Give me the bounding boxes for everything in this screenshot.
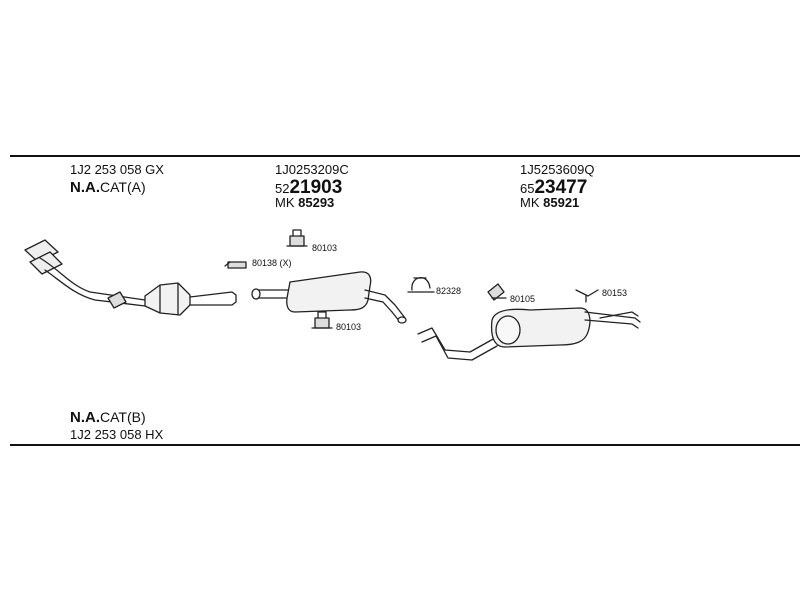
top-divider [10,155,800,157]
lower-clamp-label: 80103 [336,322,361,332]
front-manifold-pipe [24,239,146,309]
rear-bracket-icon [575,289,599,303]
middle-code-prefix: 52 [275,181,290,196]
front-part-number: 1J2 253 058 GX [70,162,164,177]
front-clamp-icon [286,229,308,247]
cat-a-bold: N.A. [70,179,100,196]
gasket-icon [224,261,247,269]
u-clamp-icon [407,277,435,293]
rear-code-prefix: 65 [520,181,535,196]
middle-mk: MK 85293 [275,196,334,209]
front-clamp-label: 80103 [312,243,337,253]
cat-a-suffix: CAT(A) [100,179,146,195]
rear-mk: MK 85921 [520,196,579,209]
cat-b-label: N.A.CAT(B) [70,410,146,425]
middle-mk-label: MK [275,195,295,210]
middle-part-number: 1J0253209C [275,162,349,177]
front-part-number-b: 1J2 253 058 HX [70,427,164,442]
rear-silencer [417,307,641,361]
rear-bracket-label: 80153 [602,288,627,298]
catalytic-converter [144,282,237,316]
middle-code-main: 21903 [289,177,343,198]
lower-clamp-icon [311,311,333,329]
gasket-label: 80138 (X) [252,258,292,268]
rubber-mount-label: 80105 [510,294,535,304]
u-clamp-label: 82328 [436,286,461,296]
cat-a-label: N.A.CAT(A) [70,180,146,195]
rear-mk-value: 85921 [543,195,580,210]
rear-part-number: 1J5253609Q [520,162,595,177]
cat-b-bold: N.A. [70,409,100,426]
cat-b-suffix: CAT(B) [100,409,146,425]
bottom-divider [10,444,800,446]
rubber-mount-icon [487,283,507,301]
rear-mk-label: MK [520,195,540,210]
rear-code: 6523477 [520,178,587,197]
rear-code-main: 23477 [534,177,588,198]
middle-mk-value: 85293 [298,195,335,210]
middle-code: 5221903 [275,178,342,197]
middle-silencer [251,271,407,324]
